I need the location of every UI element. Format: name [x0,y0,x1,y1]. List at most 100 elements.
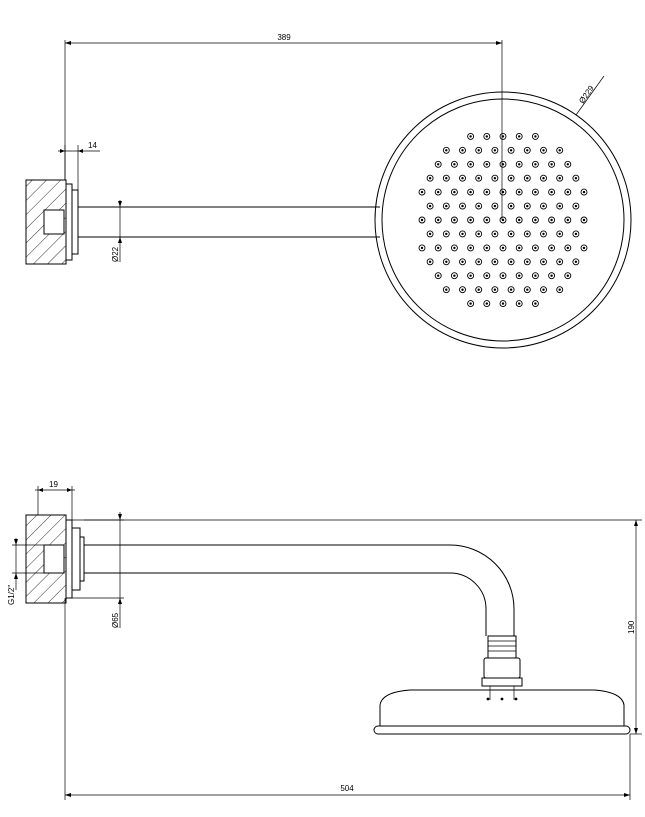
dim-height: 190 [627,620,636,634]
nozzle-center [428,260,432,263]
nozzle-center [534,190,537,194]
nozzle-center [493,177,497,180]
nozzle-center [469,218,472,222]
nozzle-center [509,204,513,208]
nozzle-center [485,190,488,194]
nozzle-center [574,260,578,263]
nozzle-center [485,135,488,138]
nozzle-center [493,260,497,263]
nozzle-center [445,149,448,152]
nozzle-center [518,190,521,194]
nozzle-center [420,190,424,194]
nozzle-center [445,260,448,263]
nozzle-center [509,288,513,291]
nozzle-center [501,190,505,194]
nozzle-center [493,288,497,291]
nozzle-center [428,232,432,236]
nozzle-center [574,232,578,236]
nozzle-center [477,204,480,208]
dim-head-diameter: Ø229 [577,84,596,106]
nozzle-center [493,232,497,236]
arm-side [84,544,515,636]
dim-flange-side: 19 [49,480,58,489]
nozzle-center [566,246,569,250]
nozzle-center [493,149,497,152]
shower-head-outer [374,91,632,349]
nozzle-center [566,190,569,194]
nozzle-center [526,177,529,180]
nozzle-center [542,149,545,152]
nozzle-center [509,260,513,263]
nozzle-center [437,218,440,222]
nozzle-center [509,232,513,236]
nozzle-center [477,177,480,180]
nozzle-center [550,246,553,250]
nozzle-center [558,204,561,208]
nozzle-center [501,218,505,222]
nozzle-center [501,302,505,305]
nozzle-center [469,190,472,194]
nozzle-center [501,163,505,166]
dim-arm-diameter: Ø22 [111,246,120,262]
nozzle-center [558,177,561,180]
nozzle-center [420,218,424,222]
nozzle-center [437,274,440,277]
nozzle-center [518,302,521,305]
nozzle-center [526,260,529,263]
nozzle-center [550,163,553,166]
nozzle-center [526,149,529,152]
nozzle-center [477,149,480,152]
nozzle-center [477,232,480,236]
nozzle-center [518,274,521,277]
flange-side [65,519,73,599]
nozzle-center [469,246,472,250]
dim-length-top: 389 [277,33,291,42]
dim-flange-diameter: Ø65 [111,612,120,628]
nozzle-center [542,204,545,208]
nozzle-center [558,260,561,263]
nozzle-center [420,246,424,250]
nozzle-center [461,232,464,236]
nozzle-center [493,204,497,208]
nozzle-center [485,246,488,250]
nozzle-center [534,246,537,250]
nozzle-center [566,163,569,166]
top-view: 389 14 Ø22 Ø229 [25,33,632,349]
nozzle-center [542,232,545,236]
shower-head-side [379,689,625,727]
nozzle-center [445,177,448,180]
side-view: 19 G1/2" Ø65 190 504 [7,480,642,800]
nozzle-center [485,302,488,305]
nozzle-center [485,163,488,166]
nozzle-center [518,218,521,222]
nozzle-center [526,204,529,208]
nozzle-center [518,246,521,250]
nozzle-center [558,232,561,236]
nozzle-center [461,177,464,180]
nozzle-center [558,149,561,152]
nozzle-center [428,204,432,208]
wall-socket-side [43,544,65,574]
nozzle-center [437,163,440,166]
nozzle-center [582,246,586,250]
nozzle-center [461,204,464,208]
shower-head-rim [373,725,631,735]
flange-top [65,183,73,261]
nozzle-center [509,177,513,180]
nozzle-center [526,288,529,291]
nozzle-center [566,218,569,222]
nozzle-center [550,218,553,222]
nozzle-center [518,163,521,166]
shower-head-inner [381,98,625,342]
nozzle-center [469,163,472,166]
nozzle-center [582,218,586,222]
nozzle-center [428,177,432,180]
nozzle-center [558,288,561,291]
dim-total-length: 504 [340,784,354,793]
nozzle-center [485,274,488,277]
nozzle-center [501,274,505,277]
nozzle-center [542,288,545,291]
nozzle-center [542,177,545,180]
nozzle-center [453,163,456,166]
